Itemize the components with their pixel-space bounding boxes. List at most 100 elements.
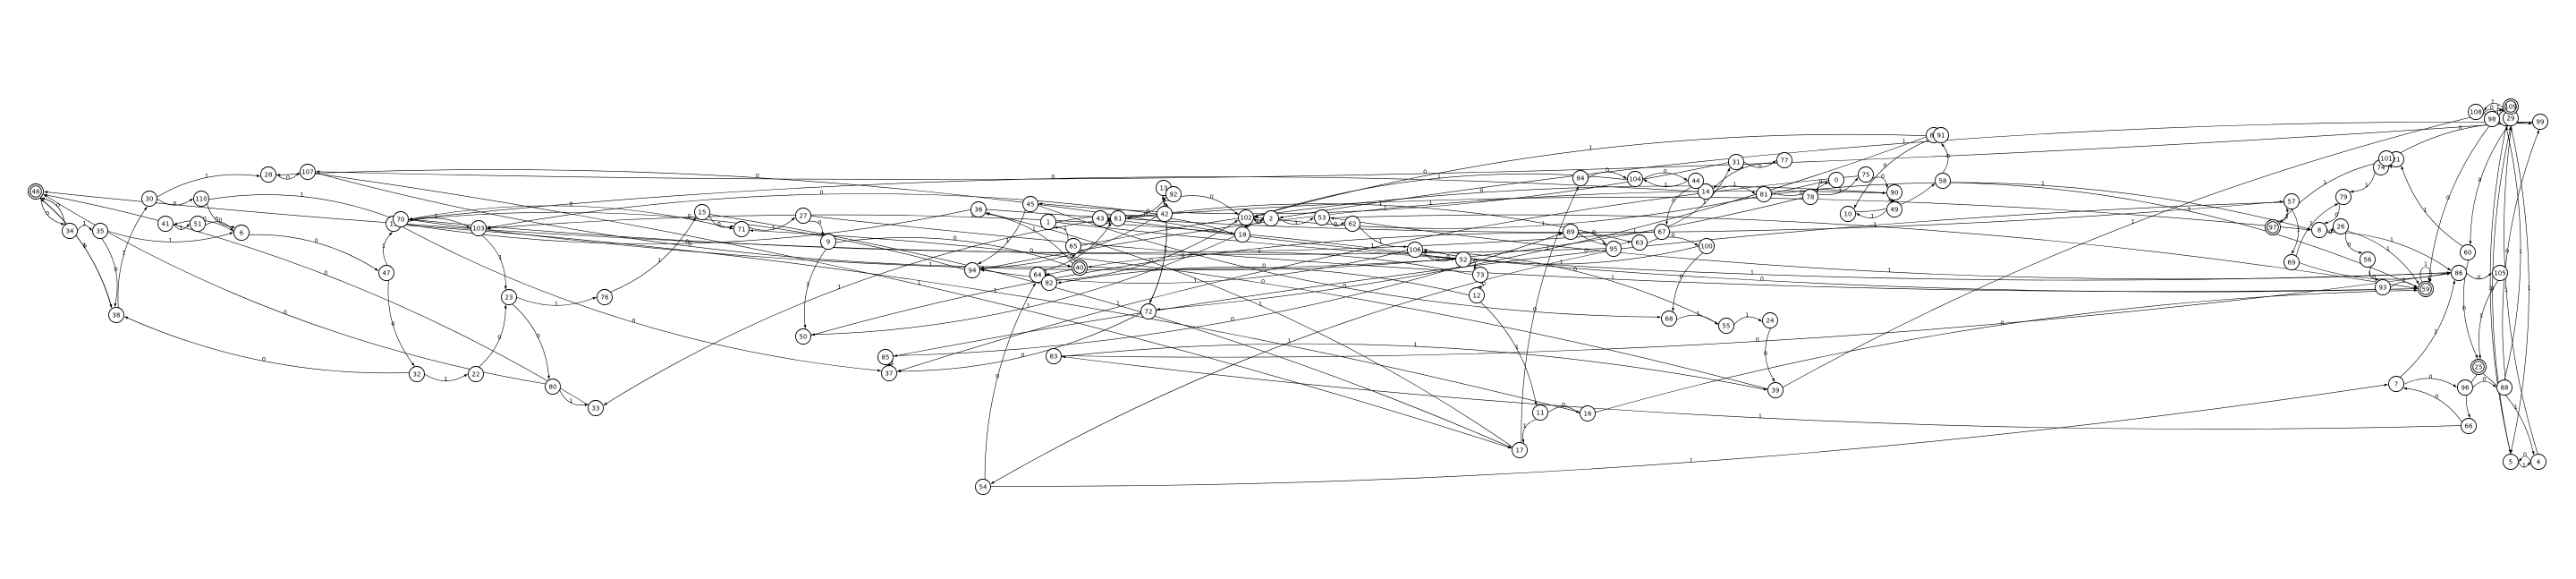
edge-line (896, 312, 1141, 373)
state-label: 47 (383, 270, 391, 277)
edge-7-to-86: 1 (2400, 279, 2456, 378)
edge-label: 1 (1887, 267, 1891, 274)
edge-label: 0 (1800, 189, 1803, 196)
edge-label: 1 (434, 213, 437, 220)
state-label: 92 (1170, 192, 1178, 199)
edge-32-to-22: 1 (424, 373, 468, 383)
edge-label: 0 (2478, 176, 2481, 183)
edge-line (43, 193, 589, 406)
state-label: 15 (699, 209, 707, 217)
edge-line (1061, 272, 2451, 358)
state-label: 65 (1070, 243, 1078, 251)
edge-label: 1 (2519, 248, 2522, 255)
edge-101-to-97: 1 (2279, 162, 2380, 224)
edge-line (2469, 124, 2509, 245)
edge-53-to-59: 1 (1329, 214, 2418, 290)
edge-label: 0 (1758, 162, 1762, 169)
edge-35-to-6: 1 (107, 230, 233, 243)
state-circle (588, 400, 604, 416)
edge-line (990, 383, 2388, 487)
edge-line (2518, 461, 2530, 468)
state-circle (1110, 210, 1126, 226)
edge-line (1080, 185, 1886, 246)
state-label: 38 (113, 312, 121, 319)
edge-line (1713, 185, 1756, 194)
state-label: 17 (1516, 447, 1524, 455)
state-node-35: 35 (92, 223, 108, 239)
state-node-108: 108 (2468, 104, 2484, 120)
state-label: 44 (1692, 178, 1700, 185)
edge-label: 0 (1680, 273, 1683, 280)
edge-label: 0 (1482, 280, 1486, 287)
state-node-67: 67 (1654, 224, 1670, 240)
edge-line (1872, 176, 1889, 189)
edge-line (2345, 232, 2363, 254)
edge-99-to-2: 1 (1279, 121, 2533, 219)
edges-layer: 0101100101010010011001010010110101001010… (39, 98, 2539, 487)
state-circle (2378, 150, 2394, 166)
edge-line (77, 225, 92, 232)
edge-line (1782, 108, 2504, 388)
edge-label: 0 (1446, 253, 1450, 260)
state-label: 62 (1349, 221, 1357, 228)
edge-label: 1 (1107, 218, 1111, 226)
edge-75-to-90: 0 (1872, 173, 1889, 189)
edge-label: 0 (2505, 248, 2509, 255)
edge-line (1055, 222, 2451, 281)
state-node-107: 107 (300, 164, 316, 180)
state-node-69: 69 (2284, 254, 2300, 270)
edge-line (2489, 125, 2512, 454)
accepting-ring (2419, 283, 2432, 295)
state-label: 30 (146, 196, 154, 203)
state-circle (2496, 379, 2512, 396)
state-label: 56 (2364, 257, 2372, 264)
edge-14-to-70: 0 (409, 174, 1699, 220)
state-label: 76 (601, 294, 609, 302)
edge-line (1667, 167, 1731, 227)
edge-line (1254, 180, 1829, 229)
state-node-31: 31 (1728, 154, 1744, 170)
edge-45-to-94: 1 (977, 209, 1026, 265)
edge-line (810, 216, 2418, 293)
state-label: 66 (2465, 423, 2473, 430)
state-node-77: 77 (1776, 152, 1792, 168)
state-circle (1627, 171, 1643, 187)
state-node-22: 22 (468, 366, 484, 382)
state-circle (92, 223, 108, 239)
state-node-85: 85 (877, 349, 894, 365)
state-circle (1886, 184, 1902, 200)
edge-label: 1 (918, 279, 921, 286)
edge-label: 0 (1343, 282, 1346, 289)
state-circle (2451, 265, 2467, 281)
edge-label: 0 (324, 269, 327, 277)
edge-87-to-72: 1 (1156, 136, 1927, 311)
state-label: 107 (301, 169, 313, 176)
state-node-100: 100 (1699, 238, 1715, 254)
state-label: 54 (979, 484, 987, 491)
edge-38-to-30: 1 (117, 206, 148, 308)
edge-label: 0 (2482, 376, 2486, 383)
edge-95-to-54: 1 (990, 251, 1607, 484)
edge-82-to-102: 0 (1056, 219, 1239, 281)
edge-line (408, 205, 733, 230)
edge-65-to-90: 0 (1080, 185, 1886, 246)
state-circle (1756, 186, 1772, 202)
edge-line (808, 220, 825, 236)
state-node-53: 53 (1314, 209, 1330, 226)
edge-label: 0 (2490, 104, 2494, 111)
edge-79-to-8: 0 (2324, 202, 2340, 225)
state-circle (190, 216, 206, 232)
edge-line (990, 251, 1607, 484)
edge-line (1853, 140, 1928, 209)
edge-label: 0 (1479, 187, 1483, 194)
state-label: 88 (2501, 385, 2509, 392)
edge-label: 1 (382, 243, 386, 250)
edge-88-to-99: 0 (2502, 130, 2539, 380)
edge-39-to-71: 0 (749, 229, 1768, 389)
edge-line (559, 389, 589, 407)
edge-label: 1 (1515, 344, 1519, 351)
state-label: 11 (1537, 410, 1545, 417)
state-label: 4 (2537, 459, 2541, 466)
state-label: 26 (2337, 224, 2345, 231)
edge-line (107, 230, 233, 243)
